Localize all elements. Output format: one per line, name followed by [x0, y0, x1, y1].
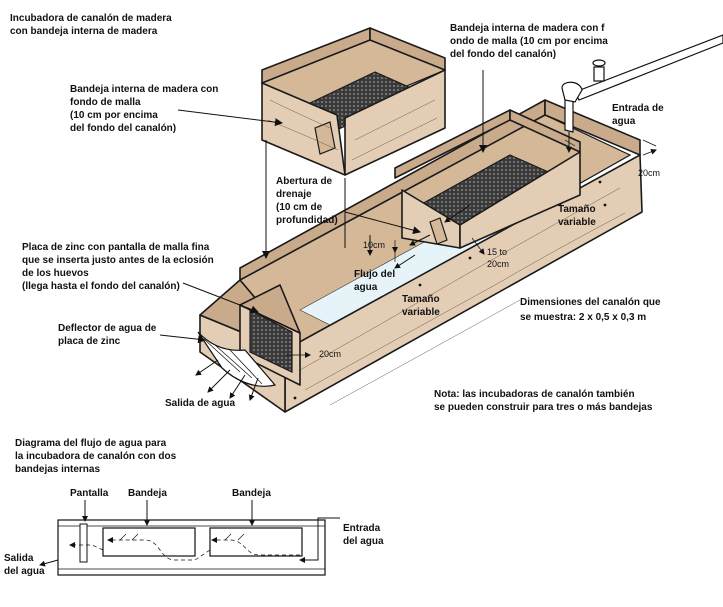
water-flow-label: Flujo del agua	[354, 269, 398, 293]
variable-size-right-label: Tamaño variable	[558, 204, 598, 228]
dim-20cm-front: 20cm	[319, 349, 341, 359]
tray-b-label: Bandeja	[232, 488, 271, 499]
zinc-screen-plate	[239, 284, 301, 386]
water-inlet-label: Entrada de agua	[612, 103, 666, 127]
outlet-arrows	[195, 359, 259, 401]
water-entry-label: Entrada del agua	[343, 523, 384, 547]
inserted-tray	[394, 109, 581, 249]
dim-20cm-right: 20cm	[638, 168, 660, 178]
tray-top-left-label: Bandeja interna de madera con fondo de m…	[70, 84, 221, 134]
tray-a-label: Bandeja	[128, 488, 167, 499]
deflector-label: Deflector de agua de placa de zinc	[58, 323, 159, 347]
deflector-plate	[197, 331, 277, 387]
dim-15-20cm: 15 to 20cm	[487, 247, 510, 269]
note-label: Nota: las incubadoras de canalón también…	[434, 389, 653, 413]
screen-label: Pantalla	[70, 488, 109, 499]
water-outlet-label: Salida de agua	[165, 398, 235, 409]
dimensions-label: Dimensiones del canalón que se muestra: …	[520, 297, 663, 323]
flow-diagram	[39, 500, 340, 576]
dim-10cm: 10cm	[363, 240, 385, 250]
water-inlet-pipe	[561, 34, 723, 153]
detached-tray	[260, 27, 447, 176]
flow-arrows	[394, 204, 471, 269]
drain-label: Abertura de drenaje (10 cm de profundida…	[276, 176, 338, 226]
flow-diagram-title: Diagrama del flujo de agua para la incub…	[15, 438, 179, 475]
tap-valve-icon	[592, 59, 606, 67]
tray-top-right-label: Bandeja interna de madera con f ondo de …	[450, 23, 611, 60]
zinc-plate-label: Placa de zinc con pantalla de malla fina…	[22, 242, 217, 292]
water-exit-label: Salida del agua	[4, 553, 45, 577]
variable-size-center-label: Tamaño variable	[402, 294, 442, 318]
title-label: Incubadora de canalón de madera con band…	[10, 13, 175, 37]
leader-lines	[159, 70, 487, 344]
dimension-lines	[286, 139, 657, 358]
